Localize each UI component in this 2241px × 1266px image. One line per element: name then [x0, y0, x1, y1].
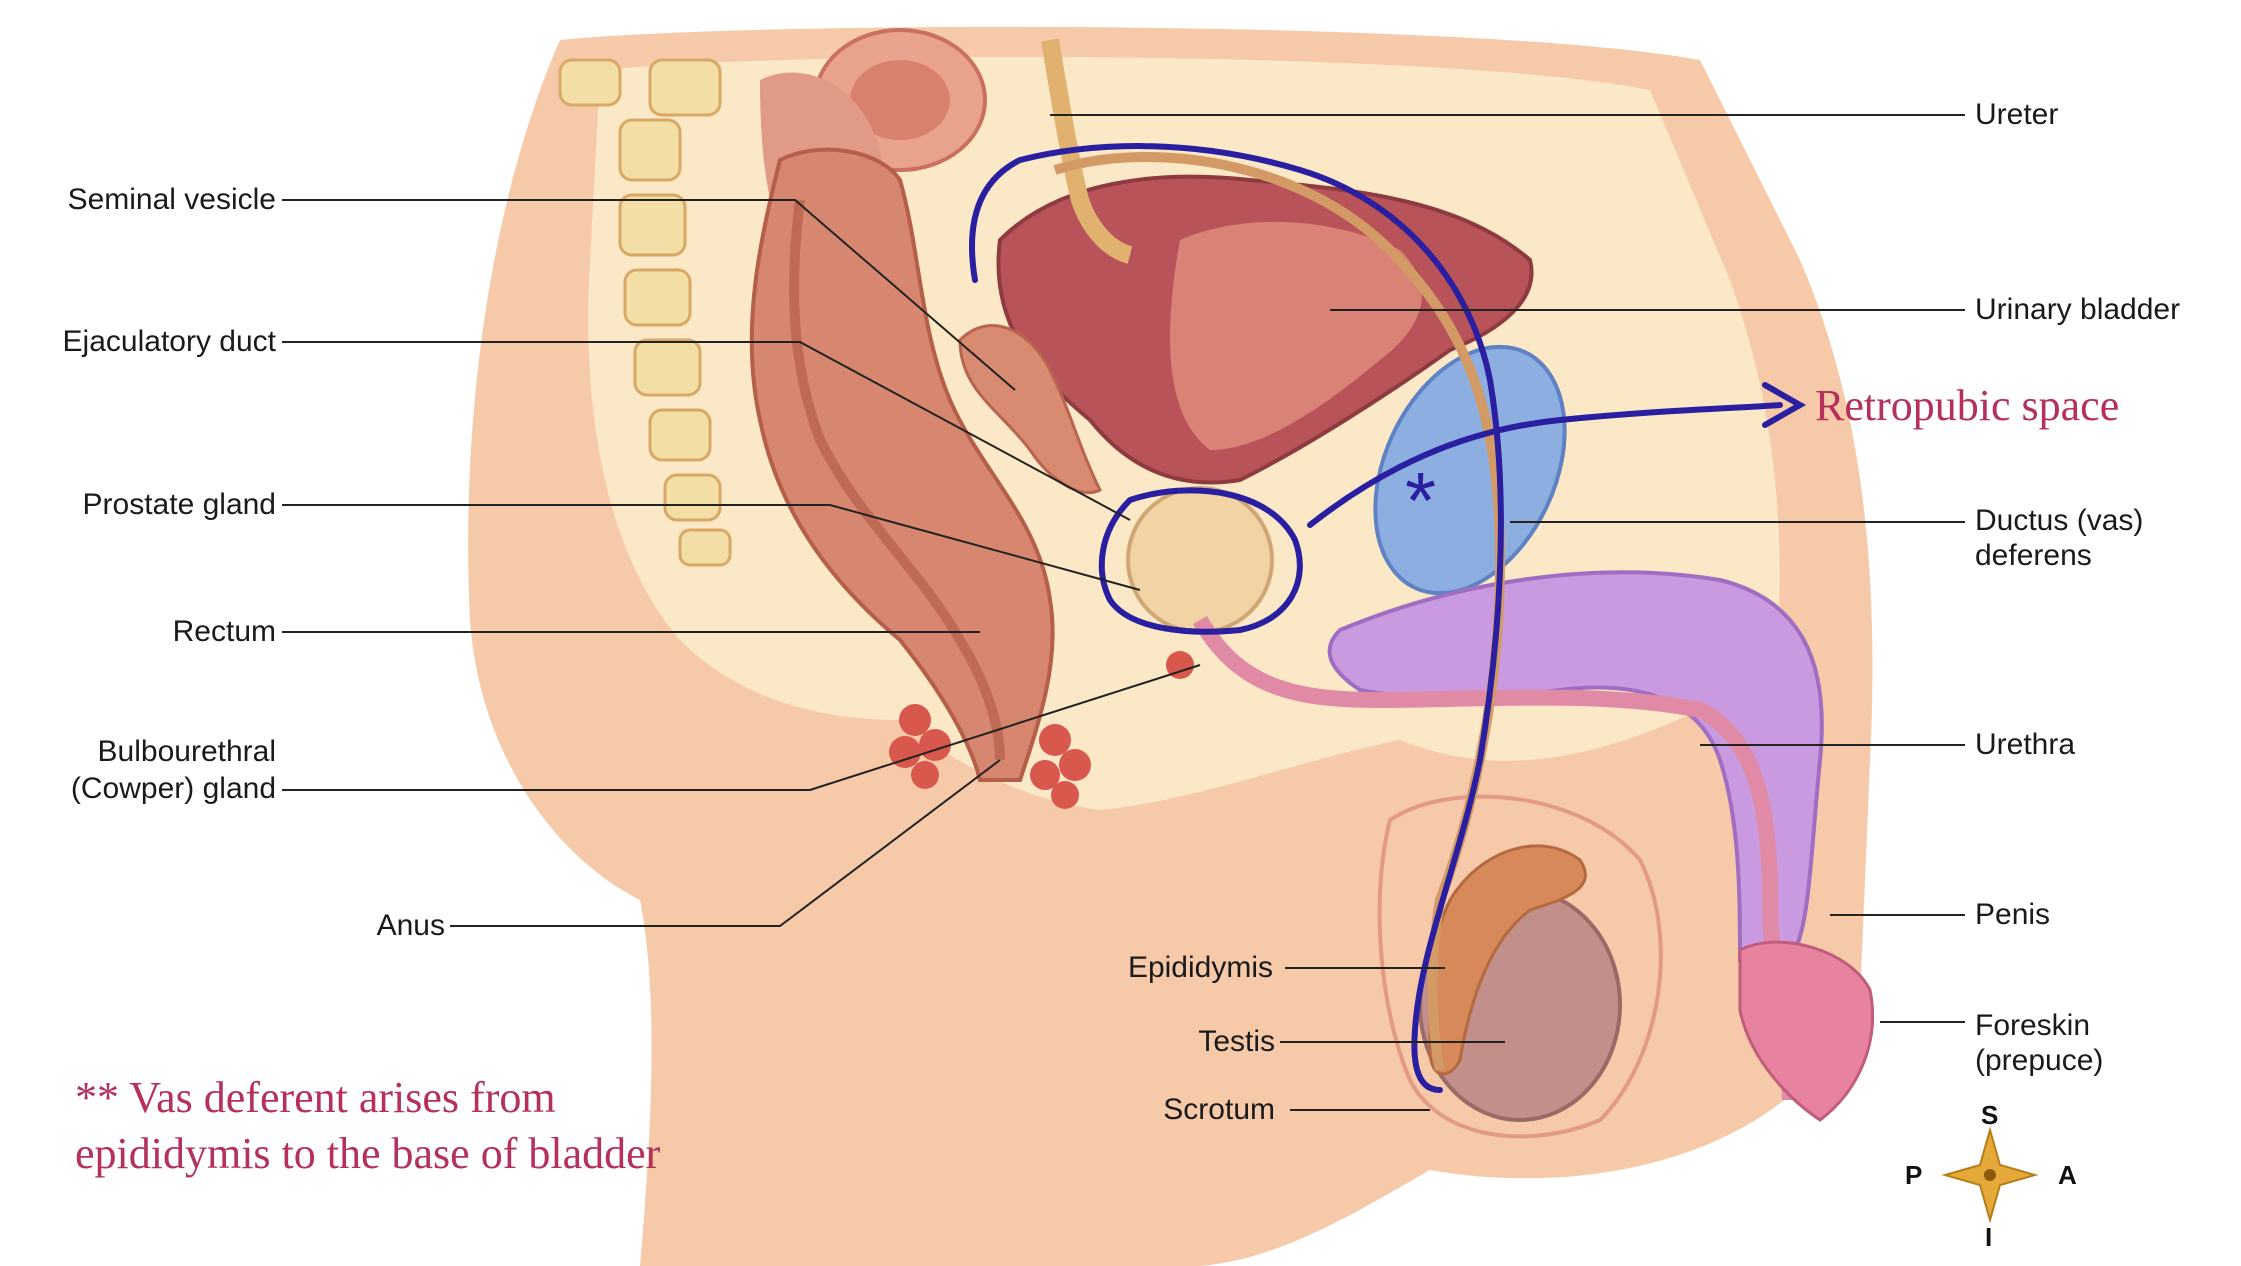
label-scrotum: Scrotum — [1163, 1092, 1275, 1128]
label-urethra: Urethra — [1975, 727, 2075, 763]
annotation-asterisk: * — [1405, 455, 1436, 547]
label-bulbourethral-1: Bulbourethral — [98, 734, 276, 770]
label-rectum: Rectum — [173, 614, 276, 650]
label-ureter: Ureter — [1975, 97, 2058, 133]
prostate-shape — [1128, 488, 1272, 632]
label-ductus-1: Ductus (vas) — [1975, 503, 2143, 539]
compass-superior: S — [1981, 1100, 1998, 1131]
label-penis: Penis — [1975, 897, 2050, 933]
label-foreskin-2: (prepuce) — [1975, 1043, 2103, 1079]
compass-inferior: I — [1985, 1222, 1992, 1253]
label-prostate-gland: Prostate gland — [83, 487, 276, 523]
compass-posterior: P — [1905, 1160, 1922, 1191]
annotation-note-line1: ** Vas deferent arises from — [75, 1072, 556, 1123]
label-testis: Testis — [1198, 1024, 1275, 1060]
label-bulbourethral-2: (Cowper) gland — [71, 771, 276, 807]
annotation-retropubic-space: Retropubic space — [1815, 380, 2119, 431]
annotation-note-line2: epididymis to the base of bladder — [75, 1128, 660, 1179]
label-ductus-2: deferens — [1975, 538, 2092, 574]
label-seminal-vesicle: Seminal vesicle — [68, 182, 276, 218]
label-epididymis: Epididymis — [1128, 950, 1273, 986]
compass-anterior: A — [2058, 1160, 2077, 1191]
label-ejaculatory-duct: Ejaculatory duct — [63, 324, 276, 360]
label-urinary-bladder: Urinary bladder — [1975, 292, 2180, 328]
label-foreskin-1: Foreskin — [1975, 1008, 2090, 1044]
label-anus: Anus — [377, 908, 445, 944]
orientation-compass — [1945, 1130, 2035, 1220]
